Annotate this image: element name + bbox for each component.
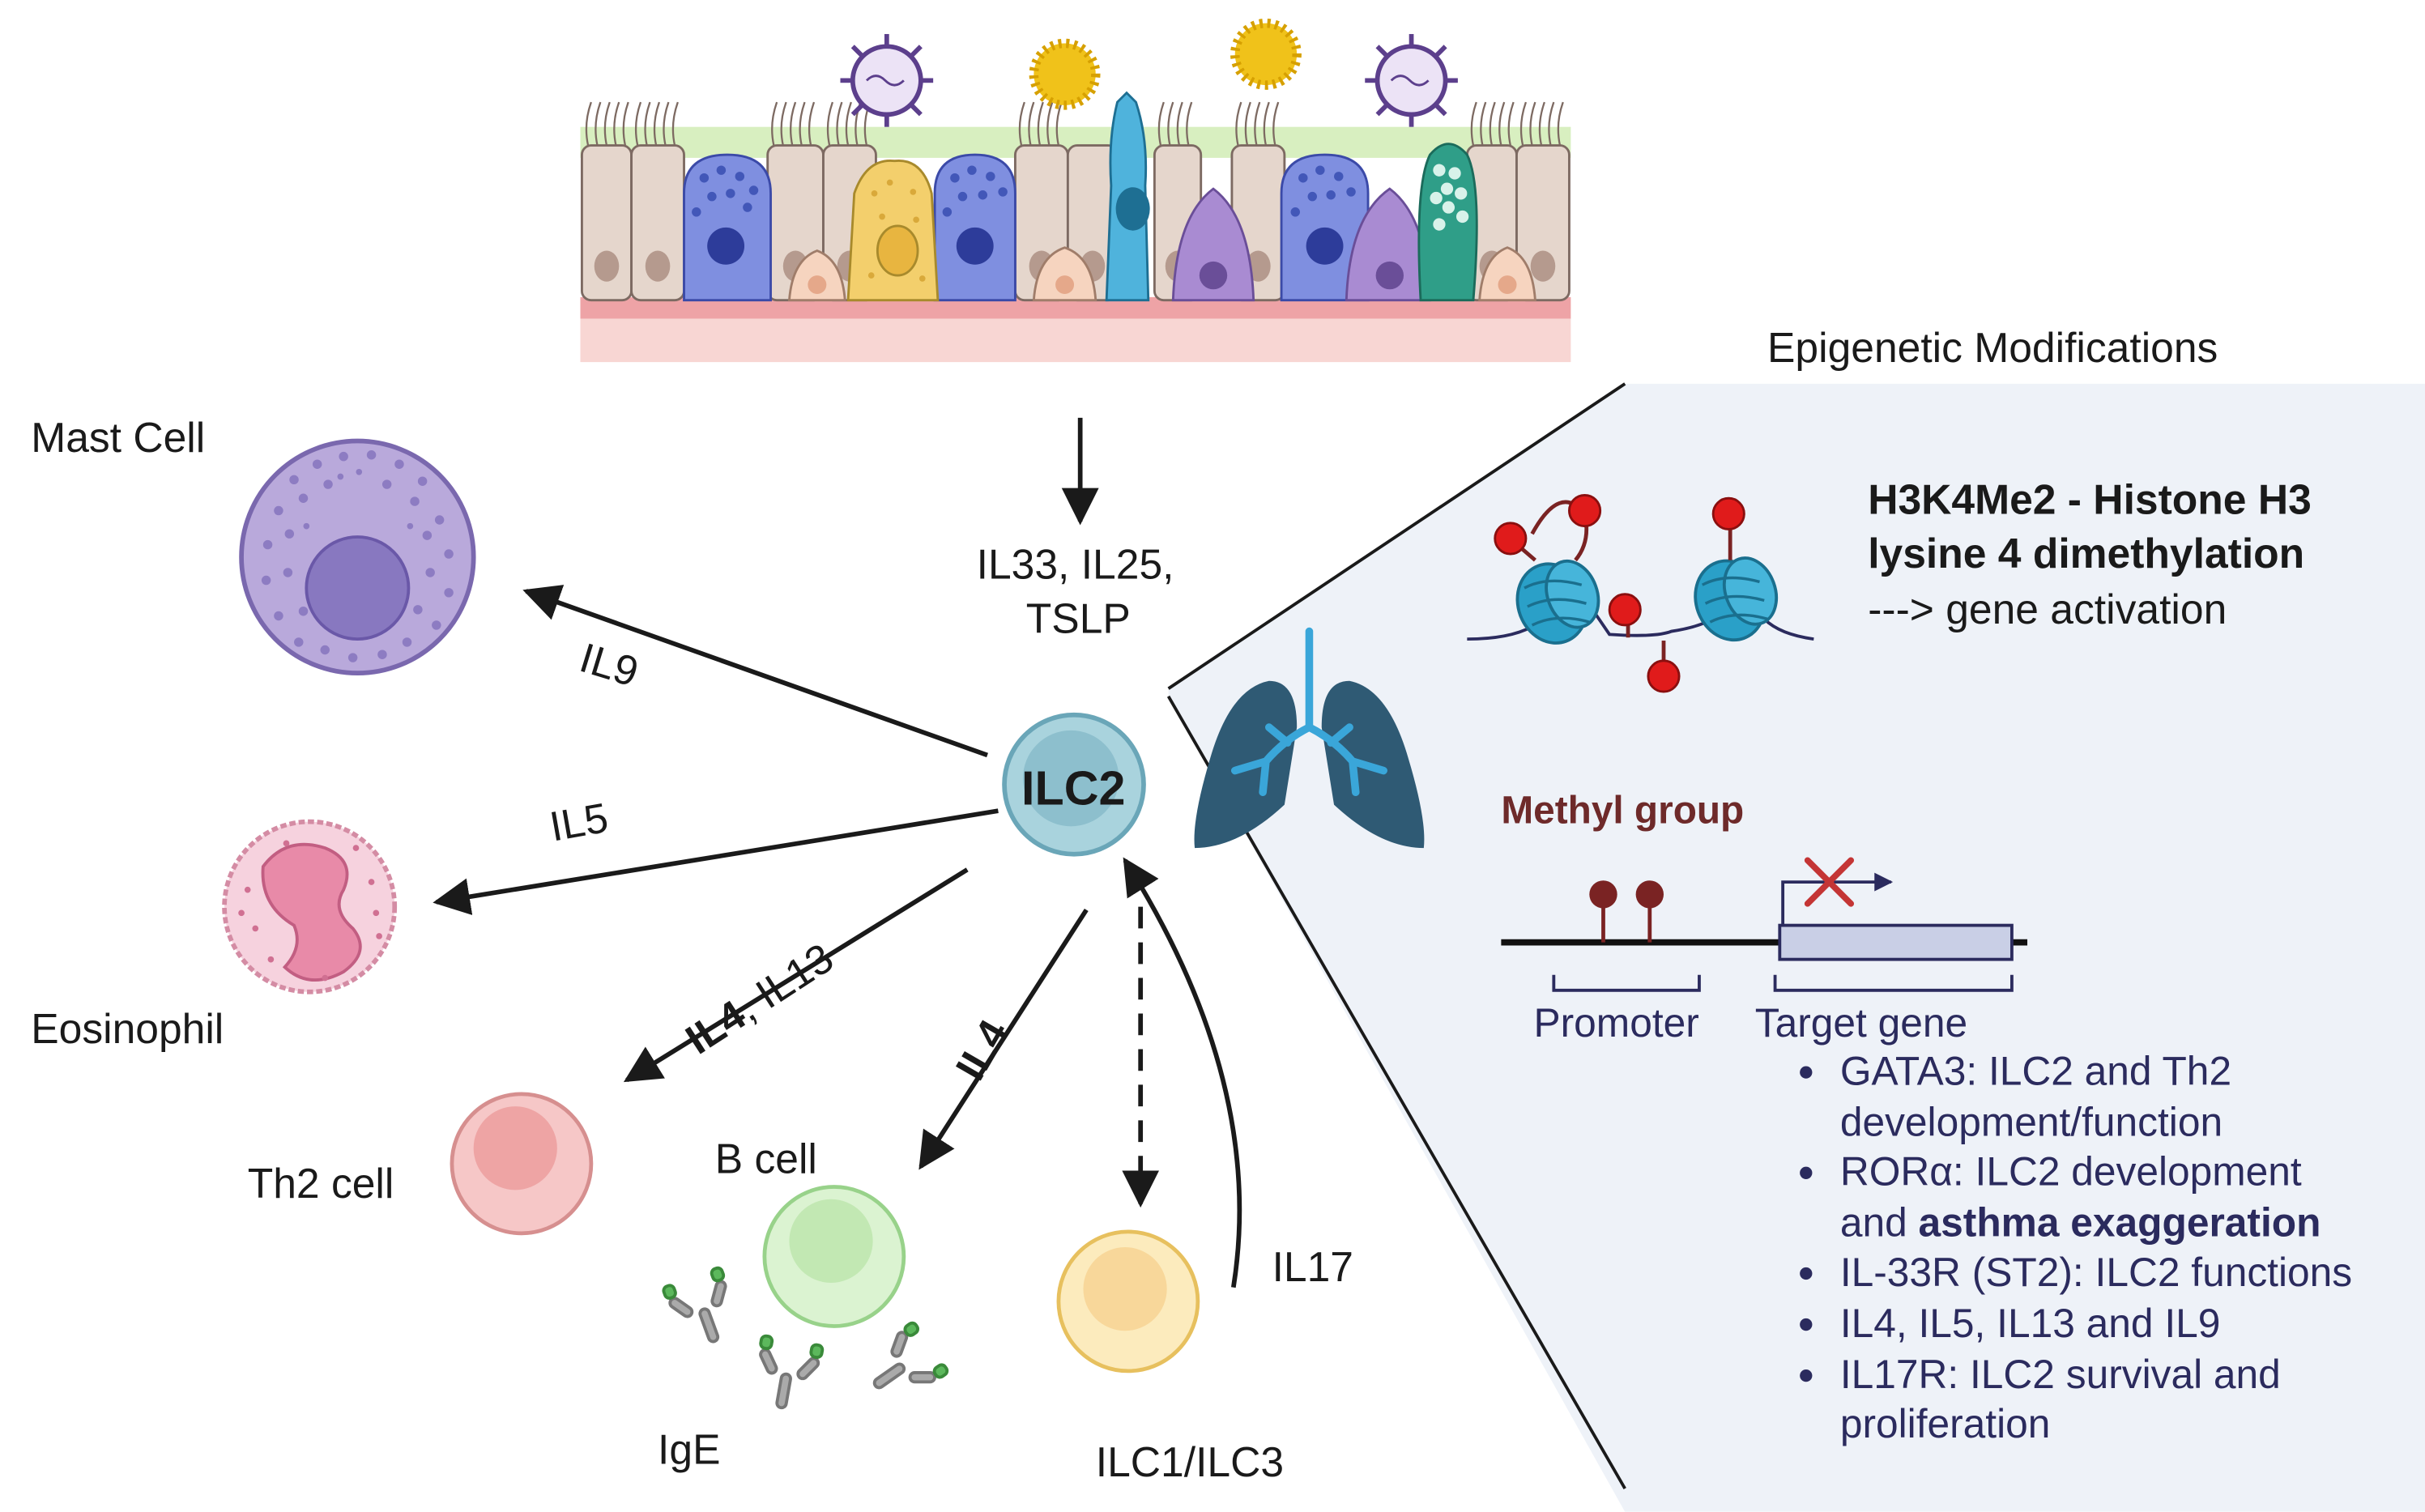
arrow-il4-il13-th2 bbox=[623, 867, 969, 1083]
blocked-transcription-icon bbox=[1804, 857, 1855, 907]
virus-icon bbox=[1365, 34, 1458, 127]
target-gene-line1: IL-33R (ST2): ILC2 functions bbox=[1839, 1249, 2353, 1296]
target-gene-label: Target gene bbox=[1754, 999, 1968, 1046]
target-gene-item: IL4, IL5, IL13 and IL9 bbox=[1795, 1298, 2414, 1348]
th2-cell bbox=[450, 1092, 594, 1236]
cytokines-label-line2: TSLP bbox=[1025, 595, 1131, 642]
airway-epithelium bbox=[580, 91, 1571, 363]
target-gene-line1: IL4, IL5, IL13 and IL9 bbox=[1839, 1299, 2221, 1347]
target-gene-line2: and bbox=[1839, 1199, 1919, 1246]
target-gene-line2: development/function bbox=[1839, 1097, 2223, 1145]
cytokines-label-line1: IL33, IL25, bbox=[976, 541, 1174, 589]
target-gene-line2-bold: asthma exaggeration bbox=[1918, 1199, 2321, 1246]
gene-diagram bbox=[1501, 857, 2028, 992]
lung-icon bbox=[1194, 627, 1425, 849]
target-gene-line2: proliferation bbox=[1839, 1400, 2051, 1447]
arrow-il9-mast bbox=[522, 585, 988, 758]
zoom-line-top bbox=[1167, 382, 1626, 690]
eosinophil-label: Eosinophil bbox=[31, 1005, 224, 1053]
ige-label: IgE bbox=[658, 1426, 721, 1473]
ilc2-cell bbox=[1002, 712, 1146, 857]
methyl-group-label: Methyl group bbox=[1501, 789, 1745, 833]
target-gene-line1: RORα: ILC2 development bbox=[1839, 1148, 2302, 1195]
mast-cell-label: Mast Cell bbox=[31, 415, 206, 462]
epigenetics-title: Epigenetic Modifications bbox=[1767, 325, 2218, 372]
promoter-label: Promoter bbox=[1533, 999, 1699, 1046]
arrow-il5-eosinophil bbox=[433, 808, 999, 915]
th2-cell-label: Th2 cell bbox=[247, 1161, 394, 1207]
histone-line2: lysine 4 dimethylation bbox=[1868, 530, 2305, 577]
histone-line3: ---> gene activation bbox=[1868, 586, 2227, 633]
b-cell bbox=[762, 1185, 906, 1328]
virus-icon bbox=[840, 34, 934, 127]
arrow-il4-bcell bbox=[918, 908, 1089, 1170]
target-gene-line1: GATA3: ILC2 and Th2 bbox=[1839, 1047, 2232, 1094]
il5-label: IL5 bbox=[546, 794, 612, 851]
arrow-il17-back bbox=[1123, 857, 1242, 1288]
eosinophil bbox=[222, 819, 398, 995]
nucleosome-icon bbox=[1467, 493, 1814, 693]
ilc2-label: ILC2 bbox=[1021, 761, 1126, 816]
antibody-icon bbox=[662, 1266, 949, 1410]
ilc1-ilc3-label: ILC1/ILC3 bbox=[1095, 1438, 1285, 1486]
mast-cell bbox=[239, 438, 476, 676]
b-cell-label: B cell bbox=[714, 1135, 817, 1182]
target-gene-line1: IL17R: ILC2 survival and bbox=[1839, 1350, 2281, 1397]
pollen-icon bbox=[1029, 38, 1101, 110]
ilc1-ilc3-cell bbox=[1056, 1229, 1200, 1374]
target-gene-item: IL-33R (ST2): ILC2 functions bbox=[1795, 1248, 2414, 1298]
histone-line1: H3K4Me2 - Histone H3 bbox=[1868, 476, 2312, 523]
pollen-icon bbox=[1230, 18, 1302, 90]
il17-label: IL17 bbox=[1272, 1244, 1354, 1291]
